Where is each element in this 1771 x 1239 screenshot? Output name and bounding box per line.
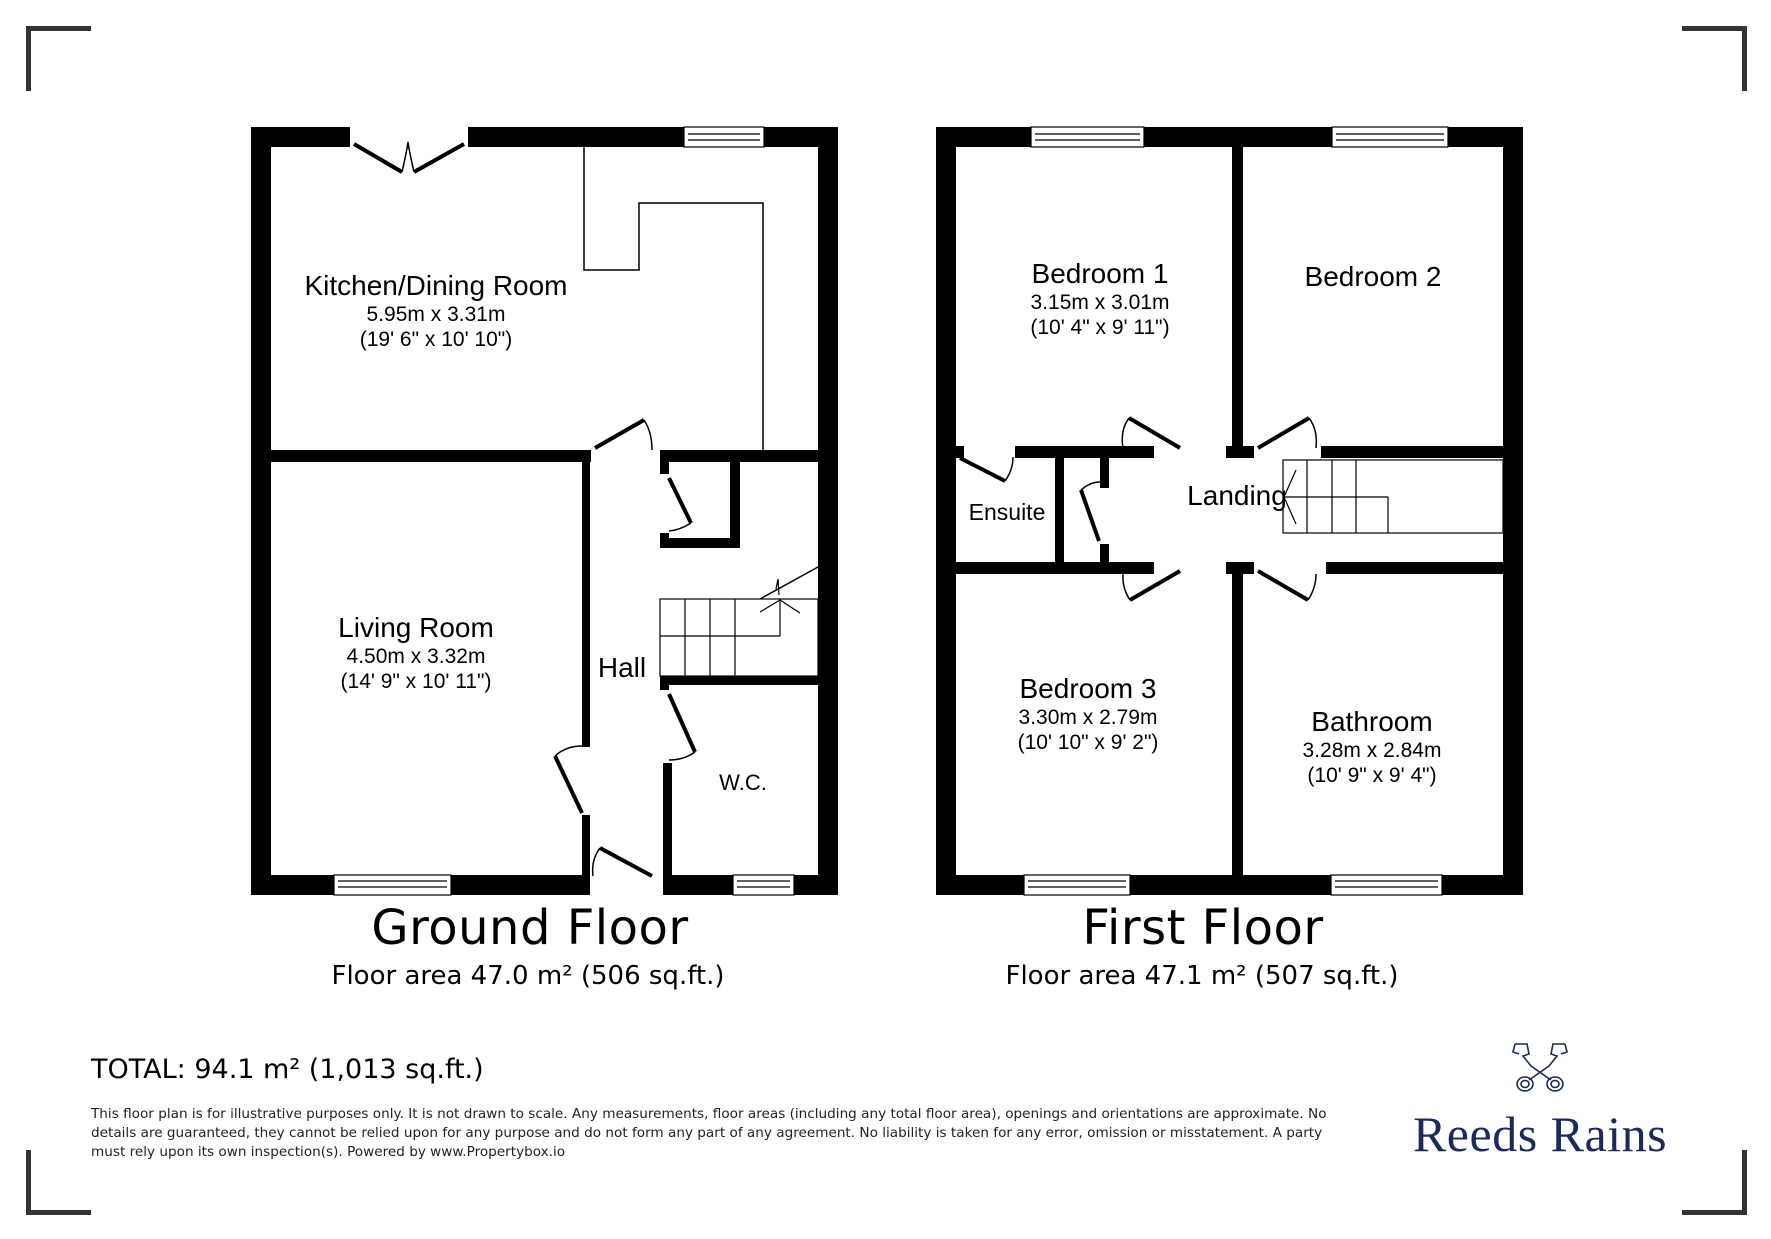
first-floor-lines	[959, 126, 1504, 896]
room-imperial: (14' 9" x 10' 11")	[340, 670, 492, 693]
room-metric: 4.50m x 3.32m	[346, 645, 486, 668]
room-imperial: (19' 6" x 10' 10")	[359, 328, 513, 351]
ground-floor-lines	[333, 126, 819, 896]
room-name: Bedroom 3	[1019, 673, 1157, 704]
room-imperial: (10' 9" x 9' 4")	[1307, 764, 1437, 787]
room-bedroom-3: Bedroom 3 3.30m x 2.79m (10' 10" x 9' 2"…	[1017, 673, 1159, 754]
room-wc: W.C.	[719, 768, 767, 794]
room-name: Landing	[1187, 480, 1287, 511]
crossed-keys-icon	[1512, 1043, 1568, 1092]
room-metric: 5.95m x 3.31m	[366, 303, 506, 326]
room-imperial: (10' 4" x 9' 11")	[1030, 316, 1170, 339]
disclaimer-text: This floor plan is for illustrative purp…	[91, 1106, 1327, 1160]
room-metric: 3.15m x 3.01m	[1030, 291, 1170, 314]
crop-mark-bottom-right	[1682, 1150, 1747, 1215]
room-bathroom: Bathroom 3.28m x 2.84m (10' 9" x 9' 4")	[1302, 706, 1442, 787]
crop-mark-bottom-left	[26, 1150, 91, 1215]
crop-mark-top-right	[1682, 26, 1747, 91]
first-floor-area: Floor area 47.1 m² (507 sq.ft.)	[1005, 961, 1399, 991]
crop-mark-top-left	[26, 26, 91, 91]
room-bedroom-2: Bedroom 2	[1305, 263, 1442, 291]
room-hall: Hall	[598, 654, 646, 682]
room-name: Living Room	[338, 612, 494, 643]
room-imperial: (10' 10" x 9' 2")	[1017, 731, 1159, 754]
room-name: Bedroom 2	[1304, 261, 1442, 292]
logo-wordmark: Reeds Rains	[1412, 1106, 1668, 1162]
reeds-rains-logo: Reeds Rains	[1405, 1040, 1675, 1163]
room-metric: 3.30m x 2.79m	[1018, 706, 1158, 729]
room-bedroom-1: Bedroom 1 3.15m x 3.01m (10' 4" x 9' 11"…	[1030, 258, 1170, 339]
ground-floor-area: Floor area 47.0 m² (506 sq.ft.)	[331, 961, 725, 991]
total-area: TOTAL: 94.1 m² (1,013 sq.ft.)	[91, 1054, 484, 1085]
room-name: Hall	[597, 652, 647, 683]
ground-floor-title: Ground Floor	[371, 900, 689, 956]
first-floor-title: First Floor	[1082, 900, 1324, 956]
room-living: Living Room 4.50m x 3.32m (14' 9" x 10' …	[338, 612, 494, 693]
room-name: Bathroom	[1311, 706, 1433, 737]
room-name: Bedroom 1	[1031, 258, 1169, 289]
room-landing: Landing	[1187, 482, 1287, 510]
room-metric: 3.28m x 2.84m	[1302, 739, 1442, 762]
room-name: Kitchen/Dining Room	[304, 270, 568, 301]
room-name: W.C.	[719, 770, 767, 795]
room-ensuite: Ensuite	[969, 497, 1046, 524]
room-name: Ensuite	[968, 499, 1046, 525]
room-kitchen-dining: Kitchen/Dining Room 5.95m x 3.31m (19' 6…	[304, 270, 568, 351]
